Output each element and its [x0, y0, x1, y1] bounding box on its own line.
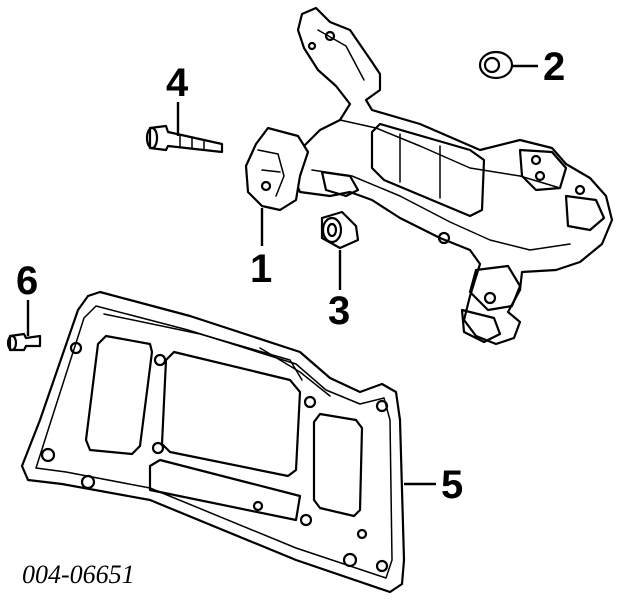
- bushing-part-3: [320, 210, 360, 250]
- washer-part-2: [478, 50, 514, 80]
- skid-plate-part-5: [20, 290, 406, 594]
- drawing-code: 004-06651: [22, 560, 135, 589]
- bolt-part-6: [6, 332, 42, 352]
- crossmember-part-1: [244, 6, 614, 346]
- callout-5: 5: [441, 463, 463, 507]
- callout-2: 2: [543, 45, 565, 89]
- bolt-part-4: [145, 124, 224, 154]
- callout-6: 6: [16, 259, 38, 303]
- callout-4: 4: [166, 61, 189, 105]
- callout-1: 1: [250, 247, 272, 291]
- callout-3: 3: [328, 289, 350, 333]
